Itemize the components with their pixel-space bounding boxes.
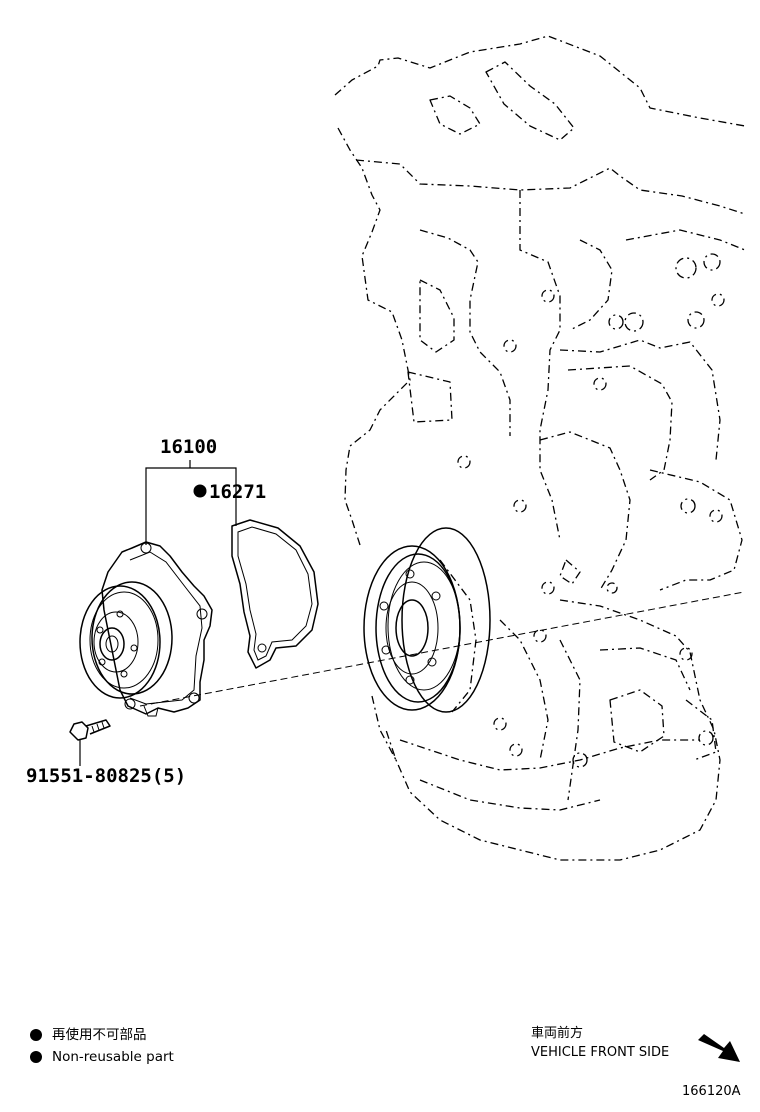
legend-label-jp: 再使用不可部品 [52, 1027, 147, 1043]
legend-label-en: Non-reusable part [52, 1049, 174, 1065]
mounting-axis [139, 591, 745, 707]
legend-row-jp: 再使用不可部品 [30, 1024, 174, 1046]
part-number-gasket: 16271 [209, 481, 266, 503]
legend-row-en: Non-reusable part [30, 1046, 174, 1068]
engine-outline [334, 35, 746, 861]
leader-lines [79, 460, 237, 766]
illustration-id: 166120A [682, 1084, 741, 1099]
non-reusable-marker [193, 484, 207, 498]
bullet-icon [30, 1029, 42, 1041]
vehicle-front-en: VEHICLE FRONT SIDE [531, 1045, 670, 1060]
water-pump-illustration [79, 541, 213, 717]
legend: 再使用不可部品 Non-reusable part [30, 1024, 174, 1068]
crank-pulley [363, 527, 491, 713]
bullet-icon [30, 1051, 42, 1063]
vehicle-front-label: 車両前方 VEHICLE FRONT SIDE [531, 1024, 669, 1062]
gasket-illustration [231, 519, 319, 669]
vehicle-front-jp: 車両前方 [531, 1026, 584, 1041]
part-number-water-pump: 16100 [160, 436, 217, 458]
vehicle-front-arrow-icon [698, 1034, 740, 1062]
bolt-illustration [69, 719, 111, 741]
part-number-bolt: 91551-80825(5) [26, 765, 186, 787]
